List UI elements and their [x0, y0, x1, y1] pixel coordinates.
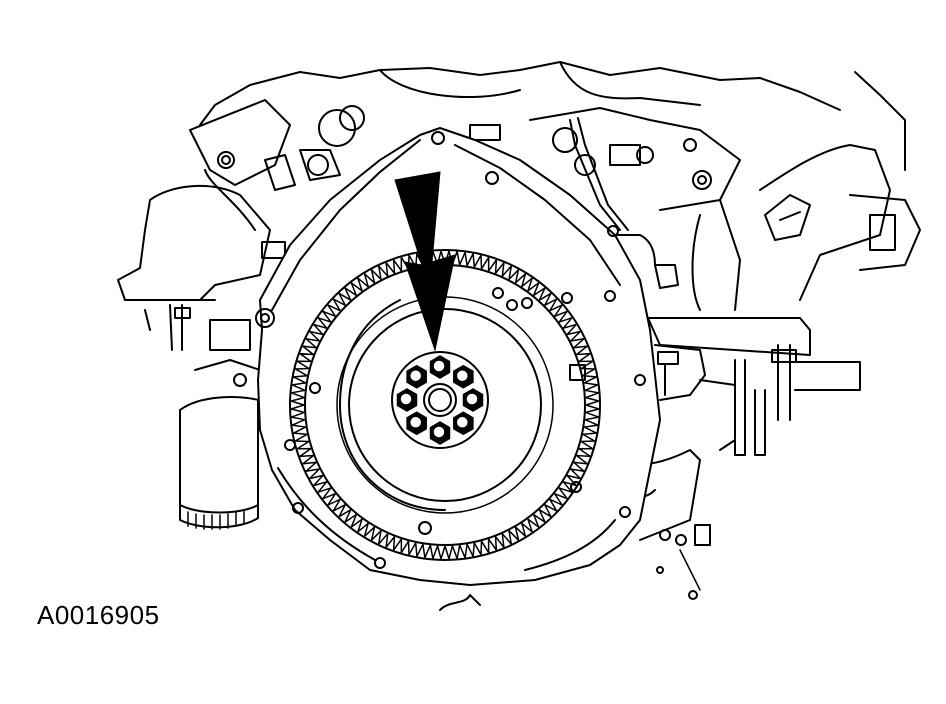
- flywheel-bolt: [406, 364, 427, 389]
- flywheel-bolt: [429, 421, 451, 445]
- flywheel: [289, 249, 601, 561]
- flywheel-bolt: [453, 364, 474, 389]
- indicator-arrow: [394, 171, 456, 352]
- flywheel-bolt: [429, 355, 451, 379]
- flywheel-bolt: [453, 411, 474, 436]
- flywheel-bolt: [462, 388, 484, 412]
- reference-number: A0016905: [37, 600, 160, 630]
- flywheel-bolt: [396, 388, 418, 412]
- flywheel-bolts: [396, 355, 484, 445]
- flywheel-bolt: [406, 411, 427, 436]
